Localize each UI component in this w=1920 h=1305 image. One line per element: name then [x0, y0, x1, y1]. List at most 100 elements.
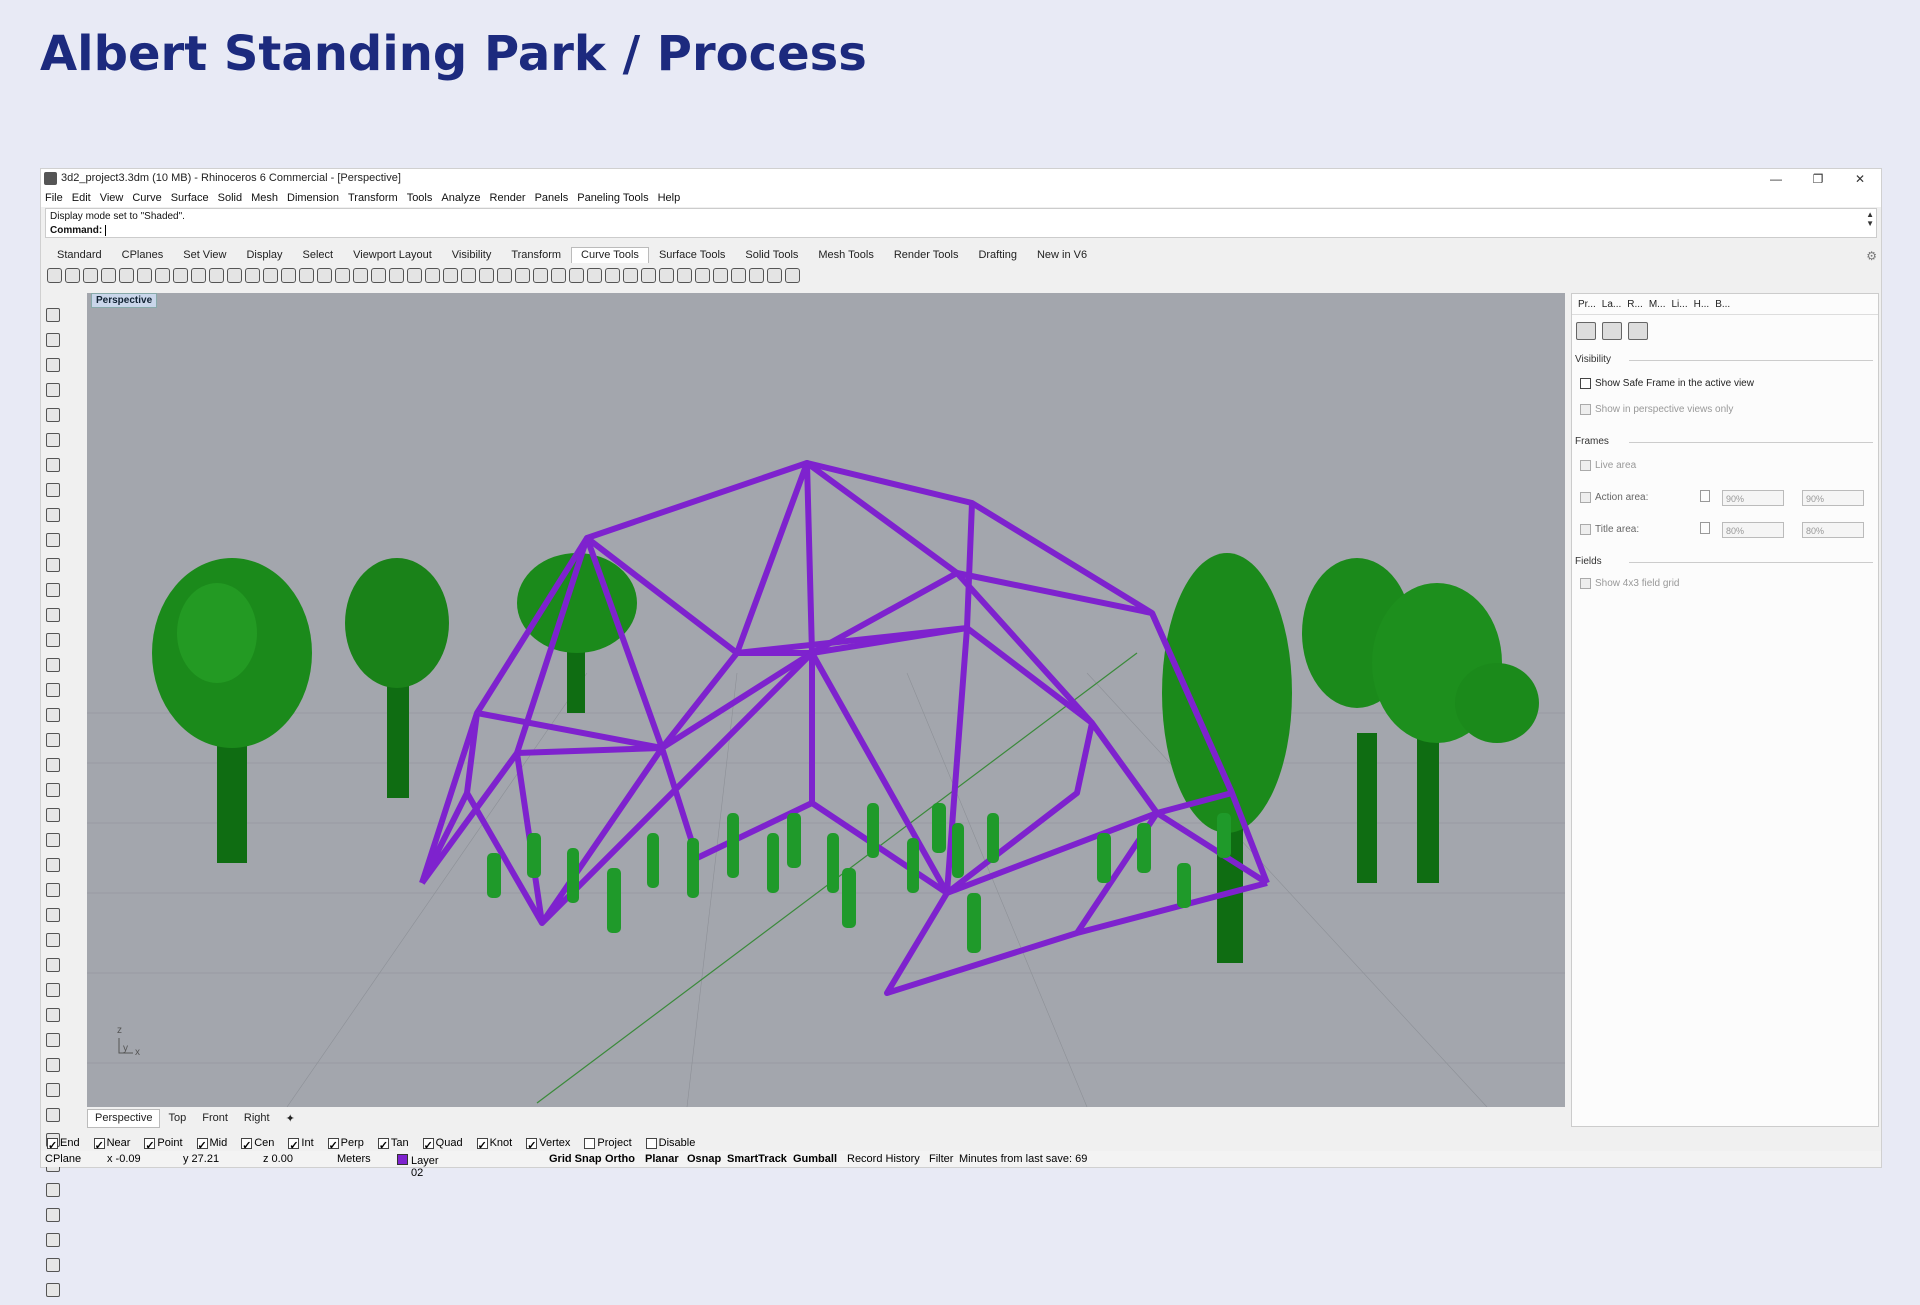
curve-tool-icon[interactable] [677, 267, 692, 283]
tool-icon[interactable] [46, 1283, 60, 1297]
tool-icon[interactable] [46, 733, 60, 747]
tab-visibility[interactable]: Visibility [451, 249, 492, 261]
menu-analyze[interactable]: Analyze [441, 192, 481, 204]
command-area[interactable]: Display mode set to "Shaded". Command: ▲… [45, 208, 1877, 238]
curve-tool-icon[interactable] [173, 267, 188, 283]
curve-tool-icon[interactable] [335, 267, 350, 283]
tab-new-in-v6[interactable]: New in V6 [1036, 249, 1088, 261]
title-area-width-field[interactable]: 80% [1722, 522, 1784, 538]
tool-icon[interactable] [46, 808, 60, 822]
viewport-tab-perspective[interactable]: Perspective [87, 1109, 161, 1128]
tab-mesh-tools[interactable]: Mesh Tools [818, 249, 874, 261]
tab-display[interactable]: Display [246, 249, 283, 261]
title-area-checkbox[interactable]: Title area: [1580, 524, 1639, 535]
menu-paneling-tools[interactable]: Paneling Tools [577, 192, 649, 204]
tool-icon[interactable] [46, 533, 60, 547]
action-area-width-field[interactable]: 90% [1722, 490, 1784, 506]
menu-transform[interactable]: Transform [347, 192, 398, 204]
action-area-lock-icon[interactable] [1700, 490, 1710, 502]
osnap-quad[interactable]: ✓Quad [422, 1137, 463, 1152]
curve-tool-icon[interactable] [263, 267, 278, 283]
record-history-toggle[interactable]: Record History [847, 1153, 920, 1165]
tab-select[interactable]: Select [302, 249, 334, 261]
panel-tab-properties[interactable]: Pr... [1578, 298, 1596, 310]
curve-tool-icon[interactable] [461, 267, 476, 283]
osnap-vertex[interactable]: ✓Vertex [526, 1137, 571, 1152]
curve-tool-icon[interactable] [533, 267, 548, 283]
curve-tool-icon[interactable] [137, 267, 152, 283]
perspective-only-checkbox[interactable]: Show in perspective views only [1580, 404, 1733, 415]
grid-snap-toggle[interactable]: Grid Snap [549, 1153, 602, 1165]
tool-icon[interactable] [46, 833, 60, 847]
perspective-viewport[interactable]: z y x Perspective [87, 293, 1565, 1107]
menu-surface[interactable]: Surface [170, 192, 209, 204]
tab-solid-tools[interactable]: Solid Tools [745, 249, 799, 261]
curve-tool-icon[interactable] [695, 267, 710, 283]
curve-tool-icon[interactable] [227, 267, 242, 283]
curve-tool-icon[interactable] [623, 267, 638, 283]
title-area-height-field[interactable]: 80% [1802, 522, 1864, 538]
tool-icon[interactable] [46, 683, 60, 697]
gumball-toggle[interactable]: Gumball [793, 1153, 838, 1165]
toolbar-gear-icon[interactable]: ⚙ [1866, 249, 1877, 263]
curve-tool-icon[interactable] [713, 267, 728, 283]
curve-tool-icon[interactable] [371, 267, 386, 283]
tool-icon[interactable] [46, 1183, 60, 1197]
tool-icon[interactable] [46, 458, 60, 472]
tool-icon[interactable] [46, 433, 60, 447]
smarttrack-toggle[interactable]: SmartTrack [727, 1153, 787, 1165]
tool-icon[interactable] [46, 483, 60, 497]
menu-edit[interactable]: Edit [71, 192, 91, 204]
settings-icon[interactable] [1628, 322, 1648, 340]
tool-icon[interactable] [46, 408, 60, 422]
curve-tool-icon[interactable] [731, 267, 746, 283]
curve-tool-icon[interactable] [155, 267, 170, 283]
tool-icon[interactable] [46, 358, 60, 372]
osnap-point[interactable]: ✓Point [144, 1137, 183, 1152]
tool-icon[interactable] [46, 708, 60, 722]
menu-dimension[interactable]: Dimension [287, 192, 339, 204]
curve-tool-icon[interactable] [605, 267, 620, 283]
menu-view[interactable]: View [99, 192, 124, 204]
tool-icon[interactable] [46, 383, 60, 397]
menu-file[interactable]: File [45, 192, 63, 204]
curve-tool-icon[interactable] [65, 267, 80, 283]
osnap-mid[interactable]: ✓Mid [196, 1137, 228, 1152]
tab-transform[interactable]: Transform [511, 249, 562, 261]
tab-viewport-layout[interactable]: Viewport Layout [353, 249, 432, 261]
command-input[interactable] [105, 225, 106, 236]
tool-icon[interactable] [46, 658, 60, 672]
osnap-near[interactable]: ✓Near [93, 1137, 131, 1152]
curve-tool-icon[interactable] [551, 267, 566, 283]
curve-tool-icon[interactable] [47, 267, 62, 283]
show-safe-frame-checkbox[interactable]: Show Safe Frame in the active view [1580, 378, 1754, 389]
curve-tool-icon[interactable] [191, 267, 206, 283]
viewport-add-tab-icon[interactable]: ✦ [285, 1113, 295, 1125]
osnap-tan[interactable]: ✓Tan [377, 1137, 409, 1152]
curve-tool-icon[interactable] [353, 267, 368, 283]
panel-tab-blocks[interactable]: B... [1715, 298, 1731, 310]
tool-icon[interactable] [46, 1208, 60, 1222]
panel-tab-render[interactable]: R... [1627, 298, 1643, 310]
tab-surface-tools[interactable]: Surface Tools [658, 249, 726, 261]
tool-icon[interactable] [46, 1058, 60, 1072]
osnap-cen[interactable]: ✓Cen [241, 1137, 275, 1152]
status-layer[interactable]: Layer 02 [397, 1153, 439, 1179]
tool-icon[interactable] [46, 558, 60, 572]
menu-panels[interactable]: Panels [534, 192, 569, 204]
tab-render-tools[interactable]: Render Tools [893, 249, 959, 261]
curve-tool-icon[interactable] [641, 267, 656, 283]
tab-drafting[interactable]: Drafting [978, 249, 1017, 261]
panel-tab-layers[interactable]: La... [1601, 298, 1622, 310]
curve-tool-icon[interactable] [587, 267, 602, 283]
live-area-checkbox[interactable]: Live area [1580, 460, 1636, 471]
tab-standard[interactable]: Standard [57, 249, 102, 261]
tab-curve-tools[interactable]: Curve Tools [571, 247, 649, 263]
tool-icon[interactable] [46, 1258, 60, 1272]
osnap-knot[interactable]: ✓Knot [476, 1137, 513, 1152]
tool-icon[interactable] [46, 783, 60, 797]
curve-tool-icon[interactable] [749, 267, 764, 283]
tool-icon[interactable] [46, 1108, 60, 1122]
tool-icon[interactable] [46, 583, 60, 597]
curve-tool-icon[interactable] [245, 267, 260, 283]
